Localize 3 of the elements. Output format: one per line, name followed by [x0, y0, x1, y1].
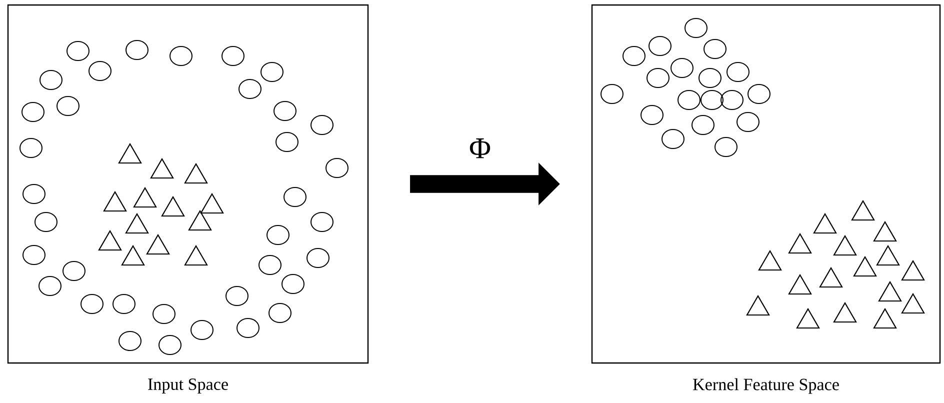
- panel-label: Input Space: [148, 378, 228, 394]
- edge-label: Φ: [470, 138, 490, 158]
- panel-label: Kernel Feature Space: [693, 378, 839, 394]
